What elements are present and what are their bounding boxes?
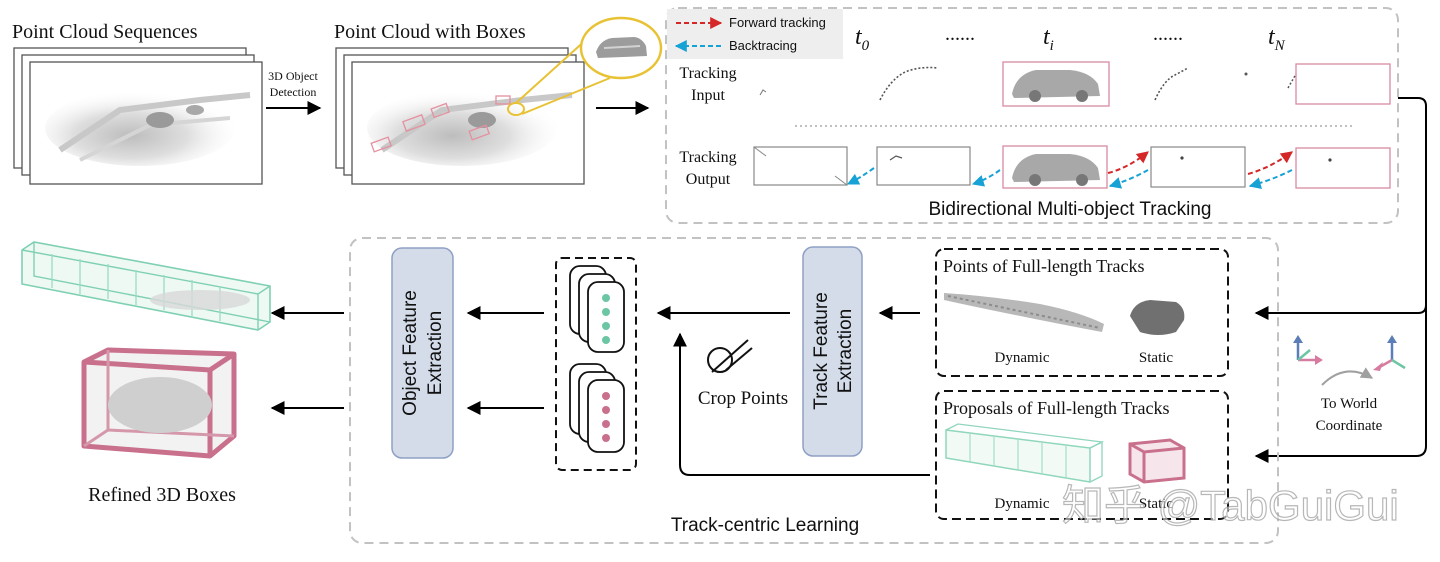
- proposals-title: Proposals of Full-length Tracks: [943, 398, 1170, 418]
- proposals-dynamic-label: Dynamic: [995, 496, 1050, 512]
- track-feature-block: [802, 246, 863, 457]
- points-static-label: Static: [1139, 350, 1174, 366]
- points-panel: [935, 248, 1229, 377]
- static-feature-dot: [602, 420, 610, 428]
- points-dynamic-label: Dynamic: [995, 350, 1050, 366]
- dynamic-feature-stack: [569, 265, 625, 353]
- tracking-output-row: [753, 145, 1391, 189]
- time-label-t0-main: t: [855, 24, 863, 50]
- world-label-2: Coordinate: [1316, 418, 1383, 434]
- dynamic-feature-dot: [602, 336, 610, 344]
- track-feature-label-1: Track Feature: [811, 292, 832, 410]
- detection-label-1: 3D Object: [268, 69, 318, 83]
- dynamic-feature-dot: [602, 294, 610, 302]
- point-cloud-stack: [13, 47, 263, 185]
- refined-dynamic-box: [21, 241, 271, 331]
- points-title: Points of Full-length Tracks: [943, 256, 1145, 276]
- object-feature-block: [391, 247, 454, 459]
- object-feature-label-2: Extraction: [425, 311, 446, 395]
- boxes-title: Point Cloud with Boxes: [334, 21, 526, 43]
- refined-static-box: [81, 347, 237, 459]
- zoom-line-top: [515, 37, 589, 104]
- crop-points-arrow: [673, 332, 930, 476]
- tracking-panel: [665, 7, 1399, 224]
- static-points-cloud: [1130, 300, 1185, 335]
- points-connector-arrow: [1254, 97, 1427, 320]
- learning-panel: [349, 237, 1279, 544]
- tracking-legend: Forward tracking Backtracing: [667, 9, 843, 59]
- time-label-ti-sub: i: [1050, 38, 1054, 54]
- zoom-callout: [579, 16, 663, 80]
- axes-icon-right: [1373, 335, 1406, 371]
- tracking-output-arrows: [846, 151, 1293, 189]
- tracking-output-label-1: Tracking: [679, 149, 736, 166]
- dynamic-feature-dot: [602, 322, 610, 330]
- tracking-input-label-2: Input: [691, 87, 725, 104]
- tracking-caption: Bidirectional Multi-object Tracking: [928, 199, 1211, 220]
- static-feature-dot: [602, 392, 610, 400]
- time-label-t0-sub: 0: [862, 38, 870, 54]
- refined-boxes-title: Refined 3D Boxes: [88, 484, 236, 506]
- time-dots-2: ......: [1153, 23, 1183, 45]
- crop-points-label: Crop Points: [698, 388, 788, 409]
- zoom-line-bottom: [521, 77, 611, 115]
- scissors-icon: [707, 339, 753, 373]
- time-label-ti-main: t: [1043, 24, 1051, 50]
- detection-label-2: Detection: [270, 85, 317, 99]
- watermark: 知乎 @TabGuiGui: [1062, 482, 1399, 529]
- static-feature-dot: [602, 406, 610, 414]
- time-label-tN: tN: [1268, 24, 1286, 54]
- proposals-connector-arrow: [1254, 300, 1427, 463]
- world-label-1: To World: [1321, 396, 1378, 412]
- point-cloud-boxes-stack: [335, 47, 585, 185]
- time-label-tN-sub: N: [1274, 38, 1286, 54]
- legend-backward-label: Backtracing: [729, 38, 797, 53]
- feature-stack-panel: [555, 257, 637, 471]
- static-proposals-box: [1128, 438, 1186, 484]
- tracking-input-row: [759, 61, 1391, 107]
- proposals-static-label: Static: [1139, 496, 1174, 512]
- dynamic-proposals-boxes: [945, 423, 1105, 483]
- axes-icon-left: [1293, 335, 1323, 365]
- tracking-output-label-2: Output: [686, 171, 731, 188]
- tracking-input-label-1: Tracking: [679, 65, 736, 82]
- track-feature-label-2: Extraction: [835, 309, 856, 393]
- time-label-ti: ti: [1043, 24, 1054, 54]
- sequences-title: Point Cloud Sequences: [12, 21, 198, 43]
- learning-caption: Track-centric Learning: [671, 515, 859, 536]
- static-feature-stack: [569, 363, 625, 453]
- object-feature-label-1: Object Feature: [400, 290, 421, 416]
- legend-forward-label: Forward tracking: [729, 15, 826, 30]
- time-dots-1: ......: [945, 23, 975, 45]
- dynamic-points-cloud: [944, 293, 1104, 332]
- static-feature-dot: [602, 434, 610, 442]
- dynamic-feature-dot: [602, 308, 610, 316]
- time-label-t0: t0: [855, 24, 870, 54]
- time-label-tN-main: t: [1268, 24, 1276, 50]
- world-transform-arrow: [1321, 367, 1374, 386]
